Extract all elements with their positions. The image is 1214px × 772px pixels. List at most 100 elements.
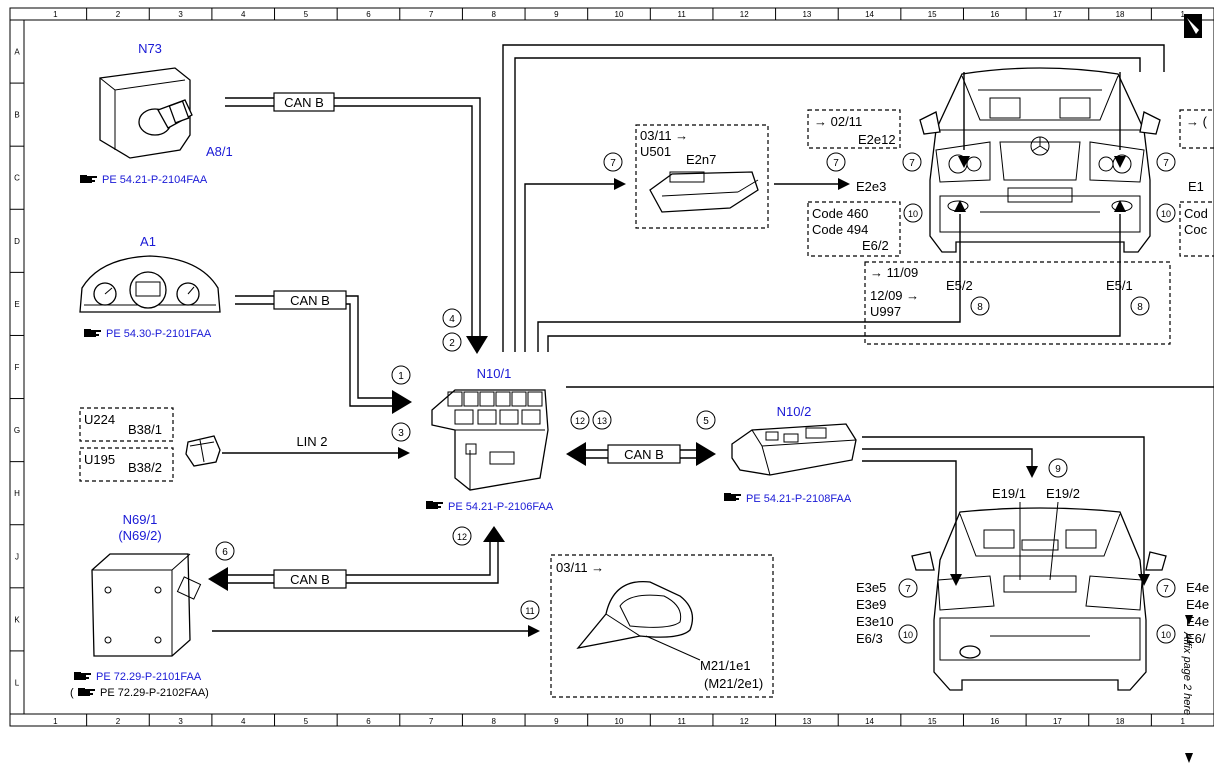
e3e10-label: E3e10 xyxy=(856,614,894,629)
reference-pointer-icon xyxy=(78,688,95,696)
column-label-top-14: 14 xyxy=(865,10,874,19)
n10-2-sam-module: N10/2 PE 54.21-P-2108FAA xyxy=(724,404,857,505)
row-label-K: K xyxy=(14,615,20,624)
svg-text:1: 1 xyxy=(398,371,404,382)
bus-labels: CAN B CAN B LIN 2 CAN B CAN B xyxy=(273,92,681,589)
row-label-C: C xyxy=(14,174,20,183)
callout-4: 4 xyxy=(442,308,462,328)
u997-date2: 12/09 → xyxy=(870,288,919,303)
n73-ignition-switch: N73 A8/1 PE 54.21-P-2104FAA xyxy=(80,41,233,186)
reference-pointer-icon xyxy=(80,175,97,183)
a1-label: A1 xyxy=(140,234,156,249)
callout-7d: 7 xyxy=(1156,152,1176,172)
callout-11: 11 xyxy=(520,600,540,620)
column-label-bottom-8: 8 xyxy=(492,717,497,726)
callout-7e: 7 xyxy=(898,578,918,598)
svg-text:10: 10 xyxy=(903,630,913,640)
e19-1-label: E19/1 xyxy=(992,486,1026,501)
n10-2-label: N10/2 xyxy=(777,404,812,419)
svg-text:2: 2 xyxy=(449,338,455,349)
lin-2-label: LIN 2 xyxy=(296,434,327,449)
svg-text:7: 7 xyxy=(905,584,911,595)
callout-7a: 7 xyxy=(603,152,623,172)
column-label-bottom-6: 6 xyxy=(366,717,371,726)
affix-page-text: Affix page 2 here xyxy=(1181,631,1193,715)
svg-text:7: 7 xyxy=(833,158,839,169)
code-494-label: Code 494 xyxy=(812,222,868,237)
arrowheads xyxy=(208,156,1150,637)
car-front-view xyxy=(919,67,1161,253)
svg-text:6: 6 xyxy=(222,547,228,558)
svg-text:3: 3 xyxy=(398,428,404,439)
column-label-top-3: 3 xyxy=(178,10,183,19)
e2e12-date: → 02/11 xyxy=(814,114,862,129)
callout-10d: 10 xyxy=(1156,624,1176,644)
n10-1-ref: PE 54.21-P-2106FAA xyxy=(448,501,554,513)
row-label-L: L xyxy=(15,678,20,687)
svg-text:10: 10 xyxy=(908,209,918,219)
n10-1-label: N10/1 xyxy=(477,366,512,381)
u501-box xyxy=(635,124,769,229)
column-label-top-17: 17 xyxy=(1053,10,1062,19)
n69-ref: PE 72.29-P-2101FAA xyxy=(96,671,202,683)
callout-3: 3 xyxy=(391,422,411,442)
e2e12-label: E2e12 xyxy=(858,132,896,147)
reference-pointer-icon xyxy=(724,493,741,501)
column-label-bottom-13: 13 xyxy=(802,717,811,726)
e1-label: E1 xyxy=(1188,179,1204,194)
xenon-control-unit-icon xyxy=(649,171,759,213)
column-label-top-2: 2 xyxy=(116,10,121,19)
rain-light-sensor-icon xyxy=(185,435,221,467)
e19-2-label: E19/2 xyxy=(1046,486,1080,501)
column-label-bottom-9: 9 xyxy=(554,717,559,726)
column-label-top-9: 9 xyxy=(554,10,559,19)
svg-text:11: 11 xyxy=(525,606,534,616)
column-label-bottom-7: 7 xyxy=(429,717,434,726)
n10-1-sam-module: N10/1 PE 54.21-P-2106FAA xyxy=(426,366,554,513)
u224-label: U224 xyxy=(84,412,115,427)
svg-text:12: 12 xyxy=(575,416,585,426)
callout-2: 2 xyxy=(442,332,462,352)
reference-pointer-icon xyxy=(74,672,91,680)
callout-10c: 10 xyxy=(898,624,918,644)
e6-right-label: E6/ xyxy=(1186,631,1206,646)
svg-text:10: 10 xyxy=(1161,630,1171,640)
column-label-bottom-18: 18 xyxy=(1116,717,1125,726)
e4e-label-1: E4e xyxy=(1186,580,1209,595)
column-label-bottom-3: 3 xyxy=(178,717,183,726)
column-label-top-10: 10 xyxy=(615,10,624,19)
svg-text:12: 12 xyxy=(457,532,467,542)
u997-group: → 11/09 12/09 → U997 E5/2 E5/1 xyxy=(864,261,1171,345)
n69-ref-alt-open: ( xyxy=(70,687,74,699)
svg-text:7: 7 xyxy=(1163,158,1169,169)
callout-6: 6 xyxy=(215,541,235,561)
svg-text:13: 13 xyxy=(597,416,607,426)
car-rear-view xyxy=(911,507,1167,691)
column-label-bottom-4: 4 xyxy=(241,717,246,726)
row-label-H: H xyxy=(14,489,20,498)
code-box-right xyxy=(1179,201,1214,257)
e2n7-label: E2n7 xyxy=(686,152,716,167)
can-b-label-2: CAN B xyxy=(290,293,330,308)
m21-2e1-label: (M21/2e1) xyxy=(704,676,763,691)
e6-2-label: E6/2 xyxy=(862,238,889,253)
affix-note: Affix page 2 here xyxy=(1181,615,1193,763)
callout-7f: 7 xyxy=(1156,578,1176,598)
side-mirror-icon xyxy=(576,580,701,661)
topright-partial: → ( xyxy=(1186,114,1208,129)
column-label-bottom-1: 1 xyxy=(53,717,58,726)
column-label-top-7: 7 xyxy=(429,10,434,19)
column-label-top-18: 18 xyxy=(1116,10,1125,19)
front-mirror-left-icon xyxy=(919,111,941,135)
row-label-J: J xyxy=(15,552,19,561)
code-right-l1: Cod xyxy=(1184,206,1208,221)
svg-text:10: 10 xyxy=(1161,209,1171,219)
svg-text:5: 5 xyxy=(703,416,709,427)
can-b-tag-3 xyxy=(607,444,681,464)
can-b-tag-2 xyxy=(273,290,347,310)
e3e9-label: E3e9 xyxy=(856,597,886,612)
callout-8b: 8 xyxy=(1130,296,1150,316)
n73-label: N73 xyxy=(138,41,162,56)
e2n7-module-group: 03/11 → U501 E2n7 xyxy=(635,124,769,229)
row-label-B: B xyxy=(14,111,19,120)
